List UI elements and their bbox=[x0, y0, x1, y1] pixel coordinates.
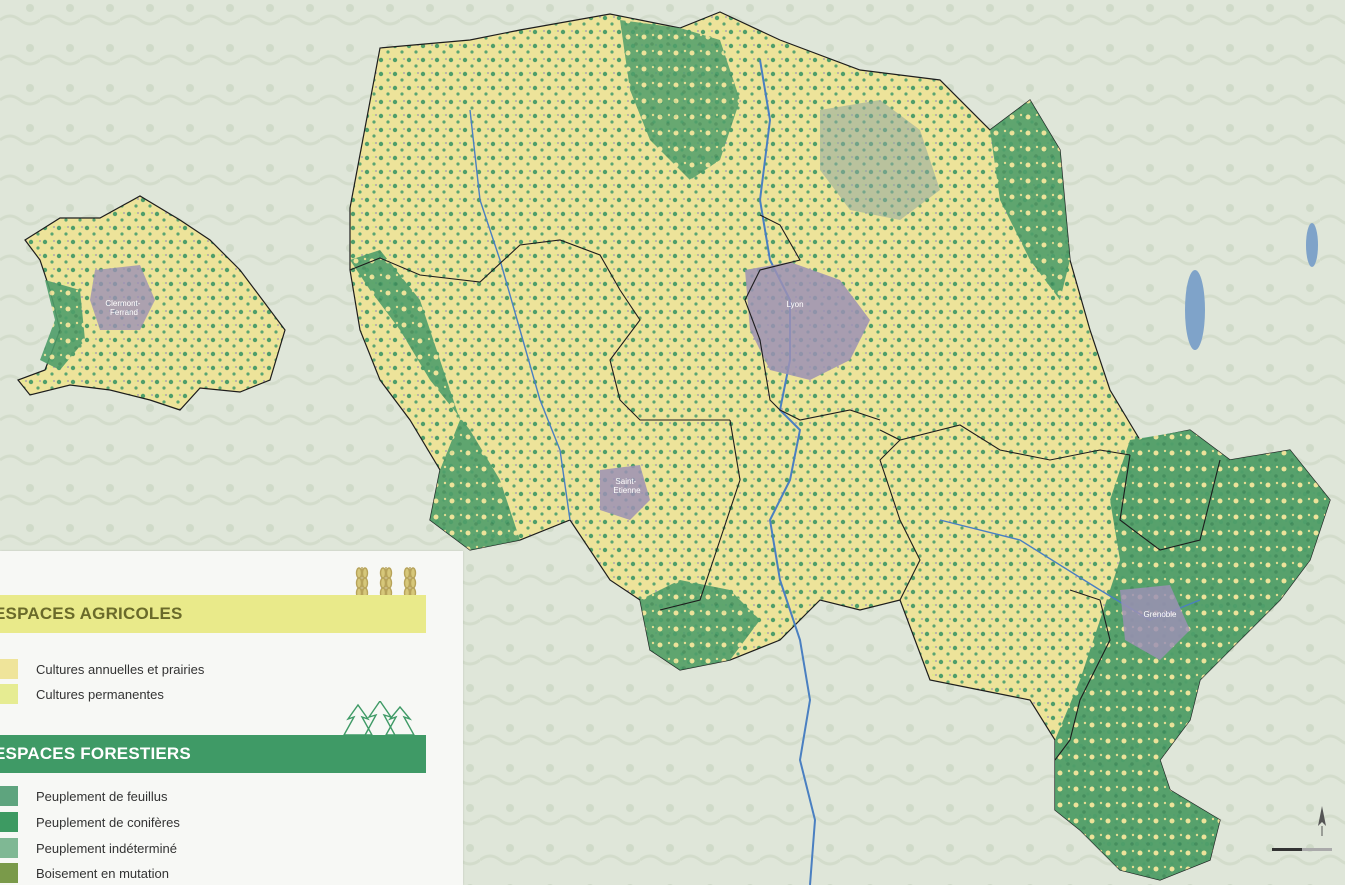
legend-label: Peuplement de feuillus bbox=[36, 788, 168, 804]
forest-north bbox=[620, 20, 740, 180]
lake-annecy bbox=[1306, 223, 1318, 267]
swatch-annual-crops bbox=[0, 659, 18, 679]
legend-item-broadleaf: Peuplement de feuillus bbox=[0, 786, 168, 806]
urban-grenoble bbox=[1120, 585, 1190, 660]
legend-label: Cultures annuelles et prairies bbox=[36, 661, 205, 677]
forest-enclave bbox=[40, 280, 85, 370]
swatch-mutation bbox=[0, 863, 18, 883]
legend-label: Cultures permanentes bbox=[36, 686, 164, 702]
dombes-lakes bbox=[820, 100, 940, 220]
city-label-clermont: Clermont- Ferrand bbox=[105, 299, 142, 317]
forest-west bbox=[350, 250, 520, 550]
agricultural-title: ESPACES AGRICOLES bbox=[0, 604, 183, 623]
legend-label: Peuplement indéterminé bbox=[36, 840, 177, 856]
swatch-broadleaf bbox=[0, 786, 18, 806]
legend-item-undetermined: Peuplement indéterminé bbox=[0, 838, 177, 858]
legend-panel: ESPACES AGRICOLES Cultures annuelles et … bbox=[0, 551, 463, 885]
legend-label: Peuplement de conifères bbox=[36, 814, 180, 830]
city-label-grenoble: Grenoble bbox=[1144, 610, 1177, 619]
legend-item-mutation: Boisement en mutation bbox=[0, 863, 169, 883]
agricultural-heading: ESPACES AGRICOLES bbox=[0, 595, 426, 633]
swatch-conifers bbox=[0, 812, 18, 832]
urban-saint-etienne bbox=[600, 465, 650, 520]
north-arrow-icon bbox=[1318, 806, 1326, 836]
legend-item-annual-crops: Cultures annuelles et prairies bbox=[0, 659, 204, 679]
urban-lyon bbox=[745, 262, 870, 380]
legend-label: Boisement en mutation bbox=[36, 865, 169, 881]
city-label-saint-etienne: Saint- Etienne bbox=[613, 477, 641, 495]
forest-ain bbox=[990, 100, 1070, 300]
forest-alps bbox=[1055, 430, 1330, 880]
lake-bourget bbox=[1185, 270, 1205, 350]
department-borders bbox=[349, 214, 1221, 761]
swatch-permanent-crops bbox=[0, 684, 18, 704]
scale-bar bbox=[1272, 848, 1332, 851]
rhone-river bbox=[758, 59, 817, 885]
forest-title: ESPACES FORESTIERS bbox=[0, 744, 191, 763]
swatch-undetermined bbox=[0, 838, 18, 858]
forest-southwest bbox=[640, 580, 760, 670]
urban-clermont bbox=[90, 265, 155, 330]
loire-river bbox=[469, 109, 571, 521]
city-label-lyon: Lyon bbox=[786, 300, 803, 309]
legend-item-conifers: Peuplement de conifères bbox=[0, 812, 180, 832]
wheat-icon bbox=[355, 567, 417, 623]
forest-heading: ESPACES FORESTIERS bbox=[0, 735, 426, 773]
legend-item-permanent-crops: Cultures permanentes bbox=[0, 684, 164, 704]
